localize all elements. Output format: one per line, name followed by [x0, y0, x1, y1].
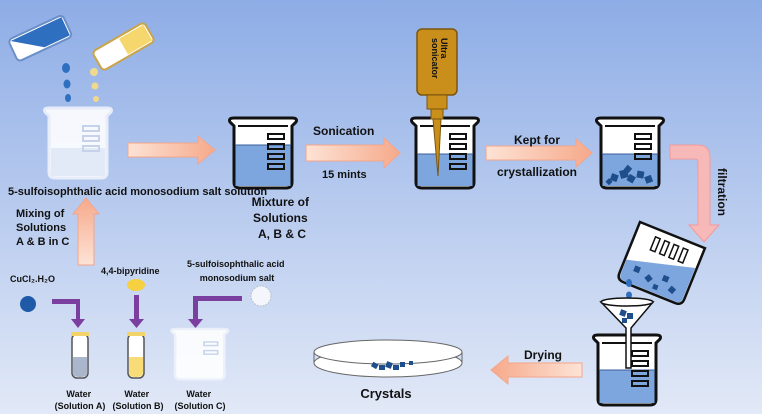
ultra-sonicator: Ultra sonicator — [416, 28, 458, 177]
mixture-label: Mixture of Solutions A, B & C — [252, 195, 313, 241]
salt-solution-label: 5-sulfoisophthalic acid monosodium salt … — [8, 186, 267, 198]
arrow-sonication — [305, 136, 401, 170]
sonicator-label: Ultra sonicator — [430, 38, 449, 79]
drying-label: Drying — [524, 348, 562, 362]
arrow-to-solution-b — [129, 295, 144, 328]
salt-solution-beaker — [43, 106, 113, 180]
pouring-blue-beaker — [8, 14, 73, 102]
salt-label: 5-sulfoisophthalic acid monosodium salt — [187, 259, 287, 283]
duration-label: 15 mints — [322, 169, 367, 181]
filtration-label: filtration — [715, 168, 729, 216]
beaker-solution-c — [170, 327, 230, 381]
test-tube-b — [127, 332, 145, 379]
pouring-yellow-tube — [90, 22, 155, 102]
cucl2-label: CuCl₂.H₂O — [10, 274, 55, 284]
arrow-crystallization — [485, 137, 593, 169]
test-tube-a — [71, 332, 89, 379]
arrow-filtration — [669, 144, 721, 243]
crystals-label: Crystals — [360, 386, 411, 401]
dried-crystals — [370, 361, 413, 370]
arrow-to-mixture — [127, 134, 216, 166]
sonication-label: Sonication — [313, 124, 374, 138]
filtrate-drop — [626, 279, 632, 287]
yellow-drop — [90, 68, 98, 76]
mixture-beaker — [228, 116, 298, 190]
bipyridine-label: 4,4-bipyridine — [101, 266, 160, 276]
blue-drop — [62, 63, 70, 73]
petri-dish — [313, 339, 463, 378]
cucl2-powder — [20, 296, 36, 312]
solution-a-label: Water (Solution A) — [55, 389, 106, 411]
crystals-in-beaker — [605, 164, 654, 186]
arrow-drying — [490, 354, 583, 386]
filtration-beaker — [592, 333, 662, 407]
purple-arrows — [52, 295, 242, 328]
mixing-label: Mixing of Solutions A & B in C — [16, 208, 69, 248]
solution-b-label: Water (Solution B) — [113, 389, 164, 411]
crystallization-beaker — [595, 116, 665, 190]
salt-powder — [250, 285, 272, 307]
crystallization-label: crystallization — [497, 165, 577, 179]
sonication-beaker — [410, 116, 480, 190]
funnel — [599, 297, 655, 369]
arrow-mixing — [71, 197, 101, 266]
kept-for-label: Kept for — [514, 133, 560, 147]
bipyridine-powder — [127, 279, 145, 291]
arrow-to-solution-c — [188, 296, 242, 328]
solution-c-label: Water (Solution C) — [175, 389, 226, 411]
arrow-to-solution-a — [52, 299, 85, 328]
pouring-beaker — [617, 220, 707, 306]
